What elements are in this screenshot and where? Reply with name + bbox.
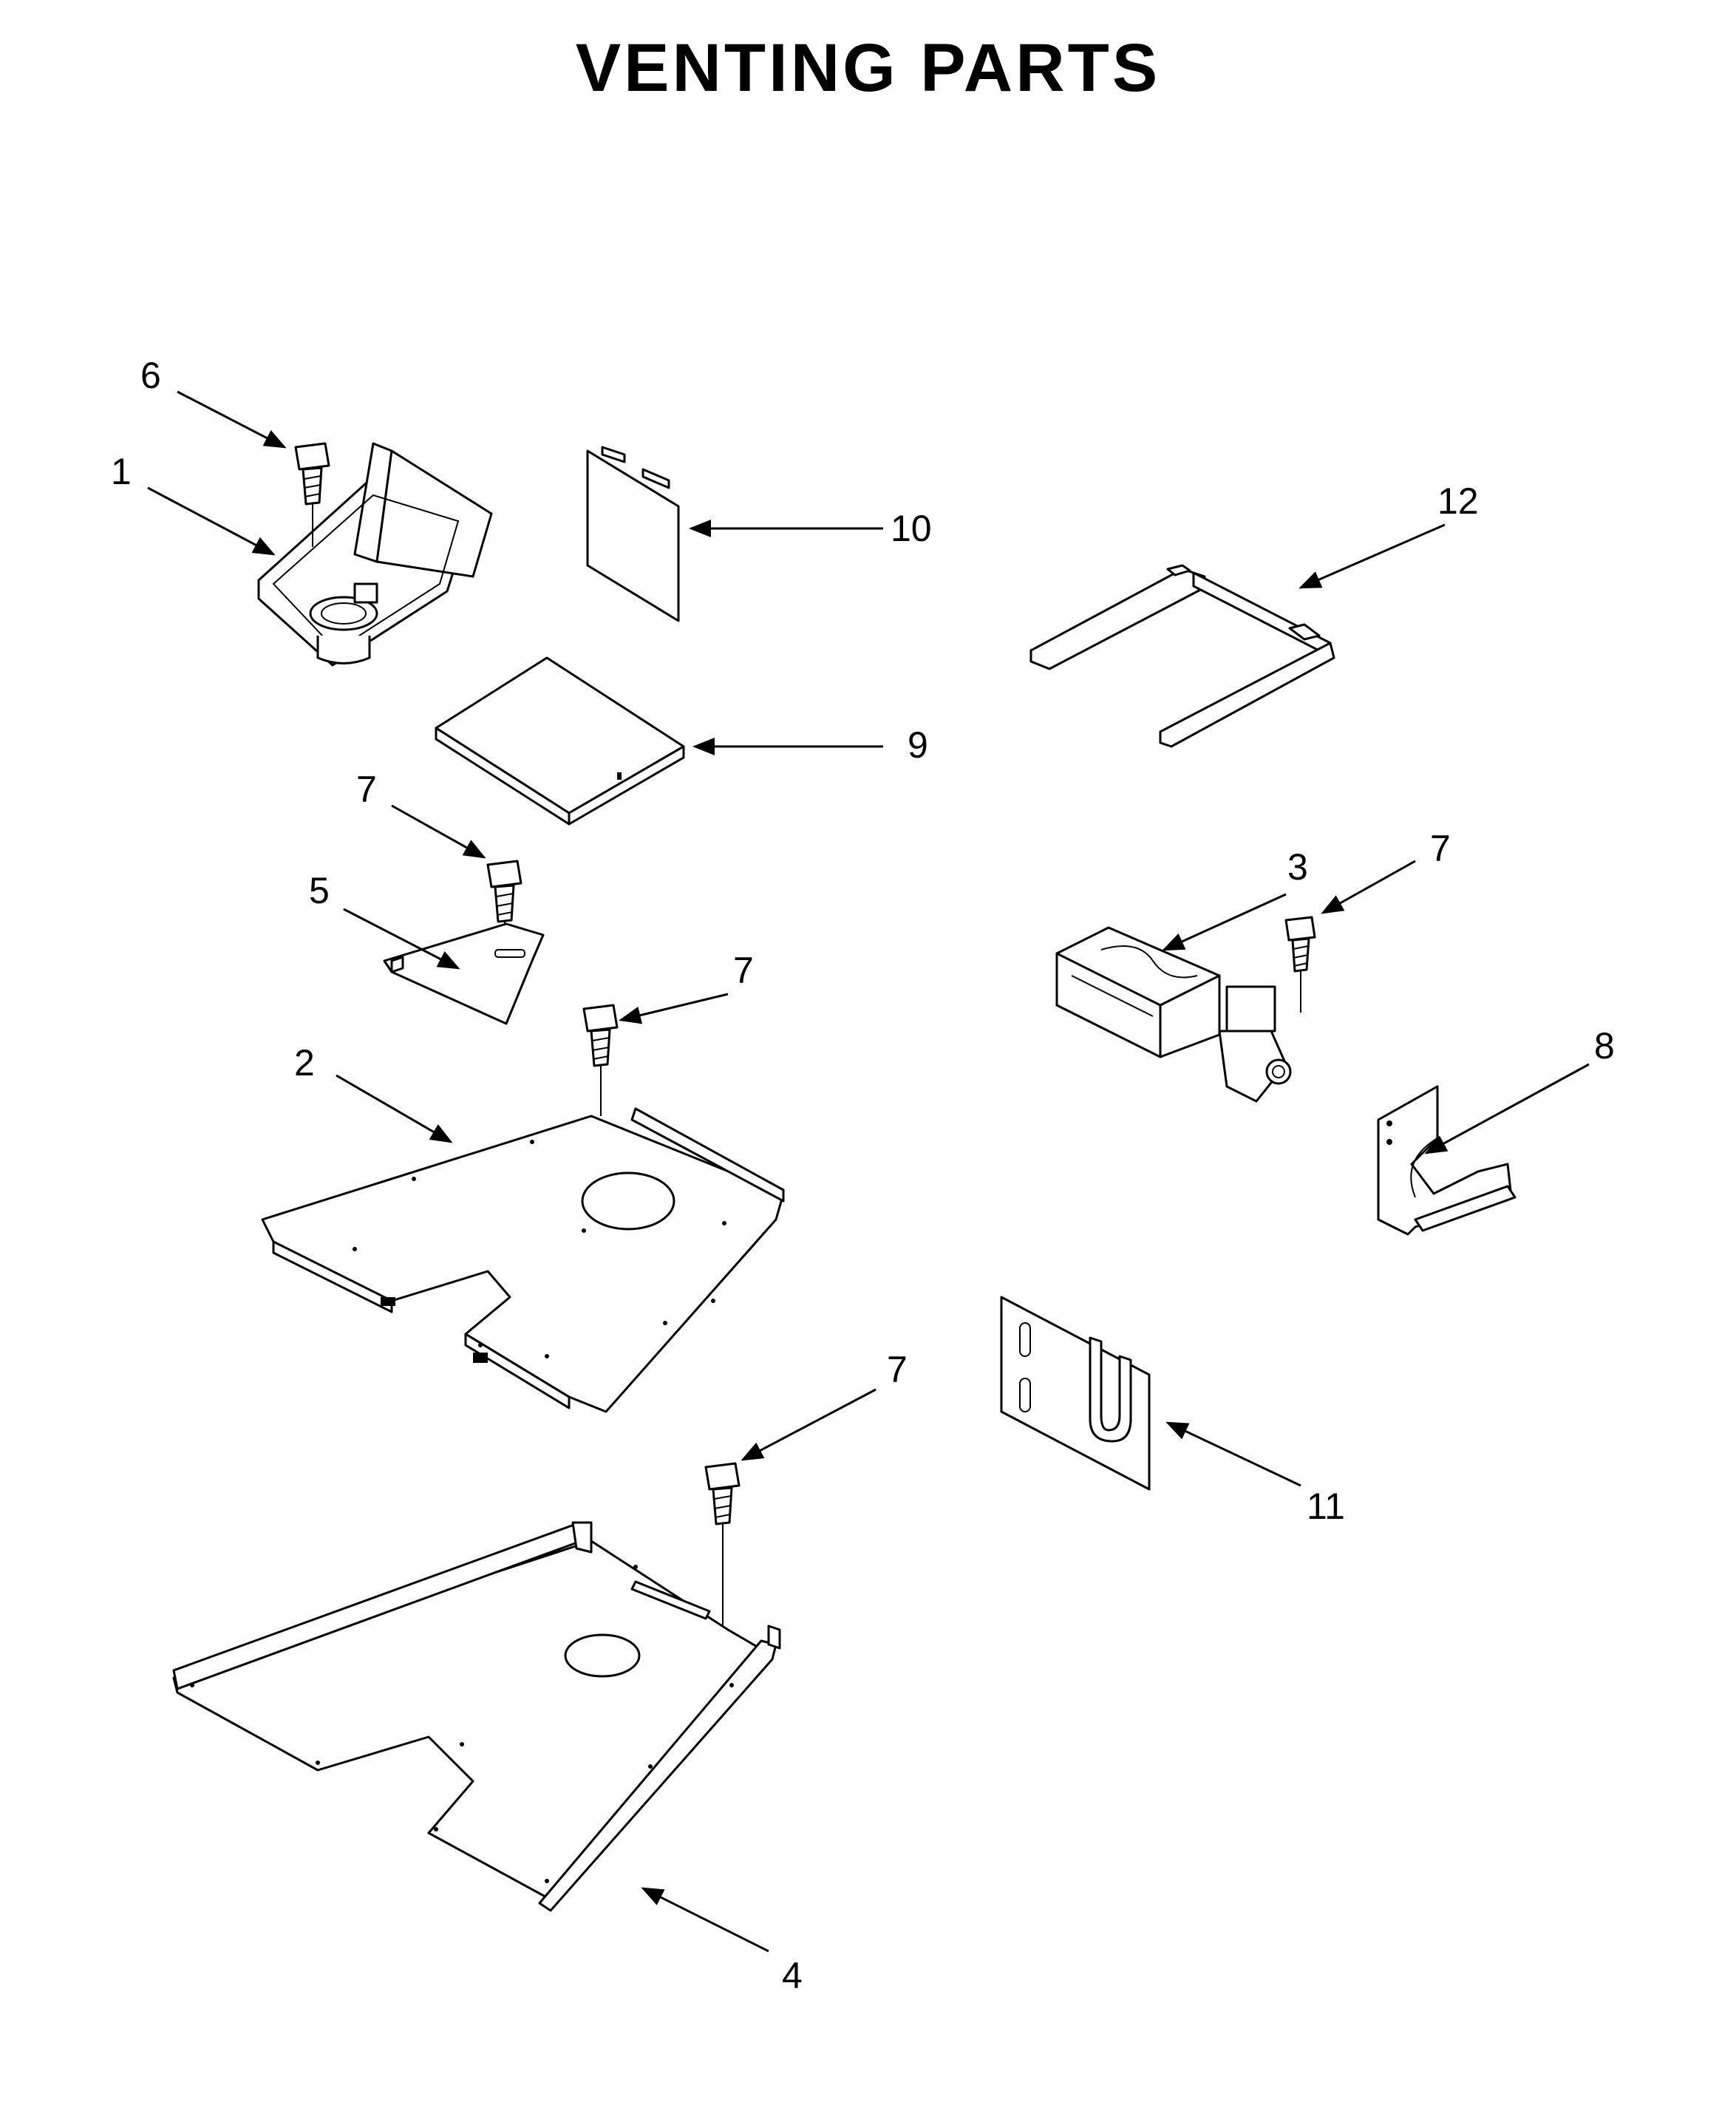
callout-12: 12 (1437, 480, 1479, 522)
callout-7-upper-left: 7 (356, 769, 377, 810)
part-4-duct-plate (172, 1521, 781, 1912)
callout-6: 6 (140, 355, 161, 396)
diagram-title: VENTING PARTS (575, 30, 1161, 106)
callout-7-right: 7 (1430, 828, 1451, 869)
part-3-vent-motor-assembly (1055, 926, 1292, 1103)
part-8-bracket (1377, 1085, 1517, 1236)
part-6-screw (294, 442, 330, 547)
callout-8: 8 (1594, 1025, 1615, 1067)
part-7-screw-d (704, 1462, 741, 1700)
part-2-base-plate (261, 1107, 785, 1413)
callout-10: 10 (891, 508, 932, 549)
callout-7-middle: 7 (733, 950, 754, 991)
part-12-frame (1029, 564, 1335, 748)
part-5-bracket-plate (383, 922, 545, 1025)
callout-7-bottom: 7 (887, 1349, 908, 1390)
part-7-screw-b (582, 1004, 619, 1116)
callout-1: 1 (111, 451, 132, 492)
callout-labels: 6 1 10 12 9 7 5 7 3 7 2 8 7 11 4 (111, 355, 1615, 1996)
callout-2: 2 (294, 1042, 315, 1084)
callout-11: 11 (1307, 1486, 1345, 1527)
leader-lines (147, 390, 1590, 1953)
part-10-panel (586, 446, 680, 622)
callout-5: 5 (309, 870, 330, 911)
part-11-slotted-plate (1000, 1296, 1151, 1491)
part-1-vent-housing (257, 442, 493, 667)
callout-4: 4 (782, 1955, 803, 1996)
part-7-screw-c (1284, 916, 1316, 1013)
callout-9: 9 (908, 724, 928, 766)
part-9-cover-plate (435, 656, 685, 826)
callout-3: 3 (1287, 846, 1308, 888)
